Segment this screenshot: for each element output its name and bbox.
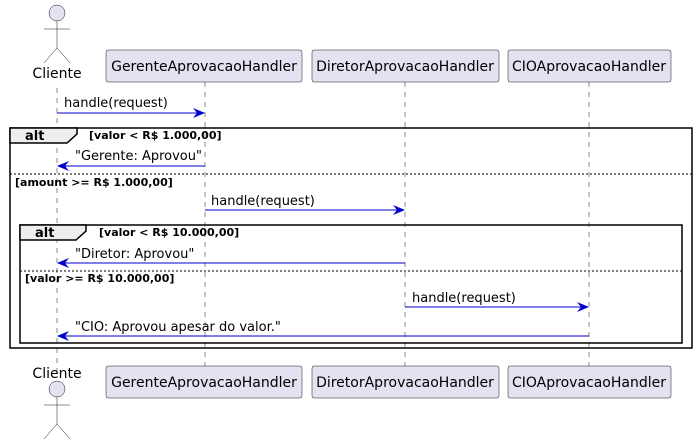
- message-handle-to-gerente: handle(request): [57, 96, 205, 118]
- participant-cio-bottom: CIOAprovacaoHandler: [507, 365, 672, 399]
- participant-label: GerenteAprovacaoHandler: [111, 59, 297, 75]
- inner-alt-frame: alt [valor < R$ 10.000,00] [valor >= R$ …: [19, 224, 683, 344]
- participant-diretor-top: DiretorAprovacaoHandler: [311, 49, 500, 83]
- actor-cliente-bottom: Cliente: [32, 366, 82, 440]
- message-label: "CIO: Aprovou apesar do valor.": [75, 320, 281, 335]
- message-label: handle(request): [412, 291, 516, 306]
- alt-guard: [amount >= R$ 1.000,00]: [15, 176, 173, 189]
- message-label: handle(request): [64, 96, 168, 111]
- participant-diretor-bottom: DiretorAprovacaoHandler: [311, 365, 500, 399]
- alt-guard: [valor >= R$ 10.000,00]: [25, 272, 174, 285]
- message-handle-to-cio: handle(request): [405, 291, 589, 312]
- participant-label: GerenteAprovacaoHandler: [111, 375, 297, 391]
- arrow-left-icon: [57, 331, 69, 341]
- actor-body-icon: [43, 21, 71, 64]
- participant-cio-top: CIOAprovacaoHandler: [507, 49, 672, 83]
- arrow-left-icon: [57, 258, 69, 268]
- message-label: "Gerente: Aprovou": [75, 149, 202, 164]
- actor-label: Cliente: [32, 66, 81, 82]
- actor-head-icon: [48, 4, 66, 22]
- alt-guard: [valor < R$ 10.000,00]: [99, 226, 239, 239]
- participant-label: CIOAprovacaoHandler: [512, 375, 666, 391]
- participant-label: DiretorAprovacaoHandler: [316, 375, 494, 391]
- participant-label: DiretorAprovacaoHandler: [316, 59, 494, 75]
- participant-label: CIOAprovacaoHandler: [512, 59, 666, 75]
- participant-gerente-bottom: GerenteAprovacaoHandler: [105, 365, 303, 399]
- arrow-left-icon: [57, 161, 69, 171]
- arrow-right-icon: [577, 302, 589, 312]
- message-cio-reply: "CIO: Aprovou apesar do valor.": [57, 320, 589, 341]
- actor-body-icon: [43, 397, 71, 440]
- actor-cliente-top: Cliente: [32, 4, 82, 82]
- arrow-right-icon: [193, 108, 205, 118]
- arrow-right-icon: [393, 205, 405, 215]
- participant-gerente-top: GerenteAprovacaoHandler: [105, 49, 303, 83]
- message-handle-to-diretor: handle(request): [205, 194, 405, 215]
- alt-keyword: alt: [35, 226, 54, 241]
- message-gerente-reply: "Gerente: Aprovou": [57, 149, 205, 171]
- actor-label: Cliente: [32, 366, 81, 382]
- alt-guard: [valor < R$ 1.000,00]: [89, 129, 222, 142]
- actor-head-icon: [48, 380, 66, 398]
- message-diretor-reply: "Diretor: Aprovou": [57, 247, 405, 268]
- alt-keyword: alt: [25, 129, 44, 144]
- message-label: handle(request): [211, 194, 315, 209]
- message-label: "Diretor: Aprovou": [75, 247, 194, 262]
- outer-alt-frame: alt [valor < R$ 1.000,00] [amount >= R$ …: [9, 127, 693, 349]
